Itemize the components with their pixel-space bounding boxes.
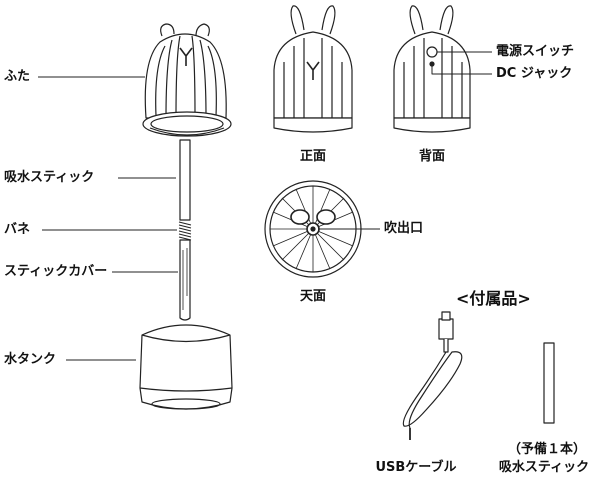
label-spring: バネ [4, 222, 31, 237]
caption-front: 正面 [299, 149, 326, 164]
label-wick-cover: スティックカバー [4, 264, 108, 279]
caption-spare-wick: 吸水スティック [498, 460, 590, 475]
usb-cable-drawing [402, 311, 463, 440]
spring-drawing [178, 221, 192, 241]
front-view-drawing [273, 5, 353, 133]
accessories-heading: <付属品> [456, 289, 531, 308]
lid-drawing [142, 23, 232, 137]
top-view-drawing [264, 180, 362, 278]
wick-drawing [179, 139, 191, 221]
back-view-drawing [393, 5, 471, 133]
caption-spare-note: （予備１本） [507, 442, 586, 457]
caption-back: 背面 [418, 149, 445, 164]
label-lid: ふた [4, 69, 31, 84]
caption-top: 天面 [299, 289, 326, 304]
spare-wick-drawing [543, 342, 555, 424]
label-tank: 水タンク [4, 352, 57, 367]
label-power-switch: 電源スイッチ [496, 44, 575, 59]
caption-usb-cable: USBケーブル [375, 460, 457, 475]
wick-cover-drawing [179, 239, 191, 321]
tank-drawing [139, 324, 233, 410]
label-outlet: 吹出口 [384, 221, 424, 236]
label-wick: 吸水スティック [4, 170, 95, 185]
leader-lines [38, 51, 492, 361]
label-dc-jack: DC ジャック [496, 66, 573, 81]
